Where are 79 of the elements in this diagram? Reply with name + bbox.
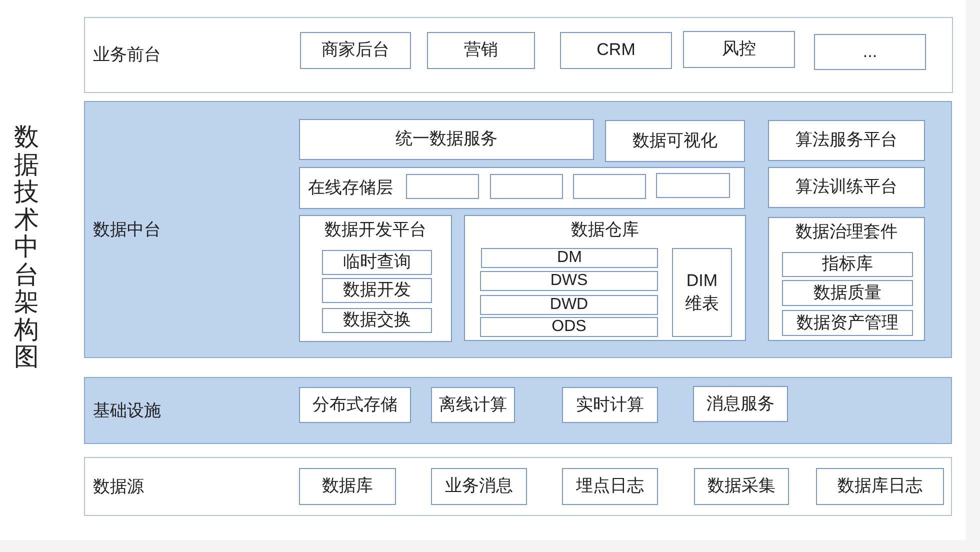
- group-heading: 数据开发平台: [324, 220, 428, 240]
- group-heading: 数据仓库: [570, 220, 640, 240]
- module-label: 数据采集: [708, 476, 776, 497]
- module-label: 数据质量: [814, 282, 882, 304]
- layer-panel: [84, 377, 952, 444]
- module-label: 商家后台: [322, 40, 390, 61]
- module-label: 临时查询: [343, 252, 411, 273]
- layer-panel: [84, 457, 952, 516]
- vertical-title: 数据技术中台架构图: [14, 124, 39, 372]
- module-box: [299, 468, 396, 505]
- module-label: 数据资产管理: [796, 312, 898, 334]
- module-label: 算法训练平台: [796, 177, 898, 198]
- module-label: DIM 维表: [684, 270, 720, 314]
- module-label: 实时计算: [576, 394, 644, 416]
- module-box: [481, 248, 658, 268]
- module-box: [431, 468, 527, 505]
- module-label: 营销: [464, 40, 498, 61]
- module-label: DWD: [550, 295, 588, 315]
- module-box: [683, 31, 795, 68]
- layer-label: 数据源: [93, 476, 144, 497]
- module-box: [816, 468, 944, 505]
- group-heading: 数据治理套件: [794, 222, 898, 242]
- module-box: [480, 295, 658, 315]
- empty-box: [490, 174, 563, 199]
- module-box: [605, 120, 745, 162]
- module-group-panel: [299, 215, 452, 342]
- empty-box: [656, 173, 730, 198]
- module-label: ODS: [552, 317, 586, 337]
- module-box: [562, 387, 658, 423]
- module-label: 统一数据服务: [396, 129, 498, 150]
- module-label: CRM: [596, 40, 636, 61]
- module-group-panel: [768, 217, 925, 341]
- module-label: 离线计算: [439, 394, 507, 416]
- module-box: [322, 278, 432, 303]
- module-box: [322, 250, 432, 275]
- layer-panel: [84, 101, 952, 358]
- module-label: 风控: [722, 39, 756, 60]
- module-box: [300, 32, 411, 69]
- module-label: 数据开发: [343, 280, 411, 301]
- module-label: 算法服务平台: [796, 130, 898, 151]
- layer-label: 数据中台: [93, 219, 161, 240]
- module-box: [693, 386, 788, 422]
- module-box: [299, 119, 594, 160]
- module-label: 业务消息: [445, 476, 513, 497]
- module-box: [299, 387, 411, 423]
- module-label: ...: [862, 42, 878, 62]
- module-box: [694, 468, 789, 505]
- module-box: [814, 34, 926, 70]
- empty-box: [573, 174, 646, 199]
- module-box: [768, 120, 925, 161]
- module-label: 数据交换: [343, 310, 411, 331]
- group-heading: 在线存储层: [308, 178, 393, 198]
- module-box: [768, 167, 925, 208]
- module-label: DWS: [550, 271, 588, 291]
- module-label: 指标库: [822, 254, 873, 275]
- empty-box: [406, 174, 479, 199]
- layer-label: 基础设施: [93, 400, 161, 421]
- module-box: [560, 32, 672, 69]
- module-box: [480, 271, 658, 291]
- module-box: [782, 310, 913, 336]
- module-label: 数据库: [322, 476, 373, 497]
- module-label: 数据可视化: [632, 130, 718, 152]
- module-label: 分布式存储: [312, 394, 398, 416]
- layer-panel: [84, 17, 953, 93]
- module-box: [427, 32, 535, 69]
- module-group-panel: [464, 215, 746, 341]
- module-label: DM: [557, 248, 582, 268]
- storage-layer-panel: [299, 167, 745, 209]
- module-box: [480, 317, 658, 337]
- layer-label: 业务前台: [93, 44, 161, 66]
- module-box: [672, 248, 732, 337]
- module-label: 数据库日志: [838, 476, 922, 497]
- module-box: [562, 468, 658, 505]
- module-box: [782, 252, 913, 277]
- module-box: [782, 280, 913, 306]
- module-label: 埋点日志: [576, 476, 644, 497]
- module-label: 消息服务: [706, 394, 774, 414]
- module-box: [431, 387, 515, 423]
- module-box: [322, 308, 432, 333]
